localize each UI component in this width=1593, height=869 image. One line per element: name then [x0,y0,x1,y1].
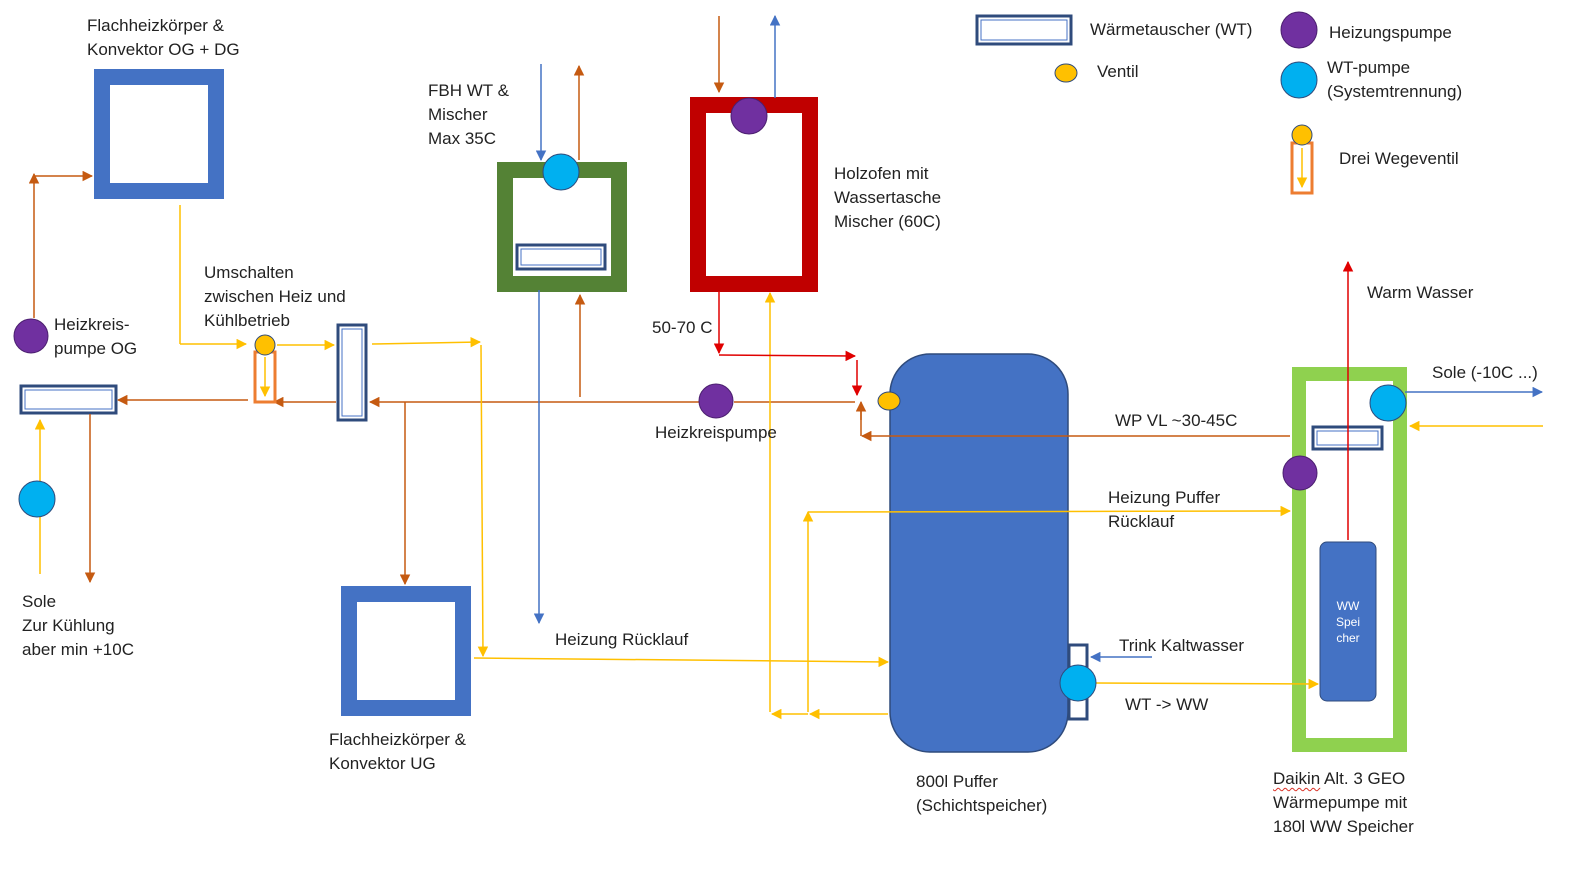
legend-label-wt: Wärmetauscher (WT) [1090,20,1253,39]
label-daikin: Daikin Alt. 3 GEO [1273,767,1405,791]
legend [975,11,1318,195]
label-wp-vl: WP VL ~30-45C [1115,411,1238,430]
ww-speicher-tank [1319,541,1377,702]
valve-puffer [877,391,901,411]
legend-label-dreiwege: Drei Wegeventil [1339,149,1459,168]
legend-ventil-icon [1054,63,1078,83]
label-heizkreispumpe: Heizkreispumpe [655,423,777,442]
label-heizkreis-og: Heizkreis- pumpe OG [54,315,138,358]
legend-label-wt-pumpe: WT-pumpe (Systemtrennung) [1327,58,1463,101]
label-temp-50-70: 50-70 C [652,318,713,337]
label-daikin-rest: Alt. 3 GEO [1320,769,1406,788]
label-heizung-ruecklauf: Heizung Rücklauf [555,630,689,649]
label-flachheiz-og: Flachheizkörper & Konvektor OG + DG [87,16,240,59]
label-umschalten: Umschalten zwischen Heiz und Kühlbetrieb [204,263,346,330]
label-sole-minus: Sole (-10C ...) [1432,363,1538,382]
wt-pump-sole [18,480,56,518]
blue-pipes [533,14,1544,663]
yellow-pipes [34,205,1543,720]
label-warm-wasser: Warm Wasser [1367,283,1474,302]
label-puffer: 800l Puffer (Schichtspeicher) [916,772,1048,815]
pump-daikin [1282,455,1318,491]
pump-holzofen [730,97,768,135]
pump-heizkreis-og [13,318,49,354]
legend-label-heizungspumpe: Heizungspumpe [1329,23,1452,42]
legend-wt-pumpe-icon [1280,61,1318,99]
label-fbh: FBH WT & Mischer Max 35C [428,81,509,148]
label-daikin-lines: Wärmepumpe mit 180l WW Speicher [1273,793,1414,836]
radiator-ug [341,586,471,716]
legend-label-ventil: Ventil [1097,62,1139,81]
legend-dreiwege-icon [1290,124,1314,195]
label-ww-speicher: WW Spei cher [1335,599,1361,645]
wt-pump-ww [1059,664,1097,702]
label-sole-kuehlung: Sole Zur Kühlung aber min +10C [22,592,134,659]
wt-pump-fbh [542,153,580,191]
three-way-valve [253,334,277,404]
label-wt-ww: WT -> WW [1125,695,1209,714]
radiator-og [94,69,224,199]
label-flachheiz-ug: Flachheizkörper & Konvektor UG [329,730,467,773]
label-trink-kaltwasser: Trink Kaltwasser [1119,636,1245,655]
brown-pipes [28,16,1290,586]
label-holzofen: Holzofen mit Wassertasche Mischer (60C) [834,164,942,231]
legend-heizungspumpe-icon [1280,11,1318,49]
puffer-tank [889,353,1069,753]
label-heizung-puffer: Heizung Puffer Rücklauf [1108,488,1221,531]
wt-pump-daikin [1369,384,1407,422]
label-daikin-word: Daikin [1273,769,1321,788]
red-pipes [713,260,1354,540]
pump-heizkreis [698,383,734,419]
